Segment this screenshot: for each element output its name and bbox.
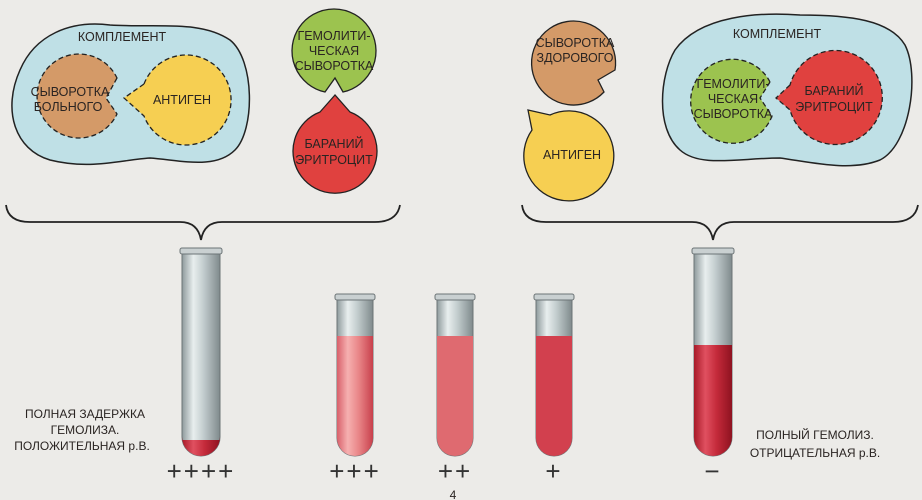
positive-caption: ПОЛОЖИТЕЛЬНАЯ р.В. [14,439,150,453]
tube-liquid [536,336,572,456]
tube-liquid [337,336,373,456]
tube-rim [179,247,223,255]
hemolytic-serum-label: СЫВОРОТКА [694,107,773,121]
hemolytic-serum-label: ЧЕСКАЯ [309,44,359,58]
hemolytic-serum-label: ГЕМОЛИТИ- [297,29,370,43]
antigen-label: АНТИГЕН [543,148,601,162]
test-tube [334,293,376,457]
page-number: 4 [450,488,457,500]
patient-serum-label: СЫВОРОТКА [31,85,110,99]
antigen-label: АНТИГЕН [153,93,211,107]
tube-rim [691,247,735,255]
reaction-grade: +++ [329,456,381,486]
tube-liquid [182,437,220,456]
healthy-serum-label: ЗДОРОВОГО [537,51,614,65]
hemolytic-serum-label: СЫВОРОТКА [295,59,374,73]
healthy-serum-shape [530,20,617,106]
positive-caption: ПОЛНАЯ ЗАДЕРЖКА [25,407,145,421]
positive-caption: ГЕМОЛИЗА. [51,423,120,437]
erythrocyte-label: ЭРИТРОЦИТ [795,100,873,114]
tube-rim [334,293,376,301]
antigen-shape [523,109,615,202]
healthy-serum-label: СЫВОРОТКА [536,36,615,50]
tube-rim [434,293,476,301]
tube-liquid [694,345,732,456]
hemolytic-serum-shape [690,58,773,144]
complement-label: КОМПЛЕМЕНТ [733,27,822,41]
test-tube [691,247,735,457]
erythrocyte-label: БАРАНИЙ [304,136,363,151]
tube-glass [181,251,221,457]
hemolytic-serum-shape [291,8,377,93]
reaction-grade: ++++ [167,456,236,486]
left-brace [5,204,401,241]
sheep-erythrocyte-shape [775,49,883,146]
test-tube [533,293,575,457]
hemolytic-serum-label: ГЕМОЛИТИ- [696,77,769,91]
right-brace [521,204,919,241]
test-tube [434,293,476,457]
negative-scheme: СЫВОРОТКА ЗДОРОВОГО АНТИГЕН КОМПЛЕМЕНТ Г… [523,13,913,202]
patient-serum-label: БОЛЬНОГО [34,100,103,114]
reaction-grade: + [545,456,562,486]
sheep-erythrocyte-shape [292,94,378,194]
tube-rim [533,293,575,301]
negative-caption: ОТРИЦАТЕЛЬНАЯ р.В. [750,446,880,460]
erythrocyte-label: БАРАНИЙ [804,83,863,98]
antigen-shape [122,54,232,146]
positive-scheme: КОМПЛЕМЕНТ СЫВОРОТКА БОЛЬНОГО АНТИГЕН ГЕ… [11,8,378,194]
test-tube [179,247,223,457]
complement-label: КОМПЛЕМЕНТ [78,30,167,44]
tube-rack: ++++++++++− [167,247,735,486]
reaction-grade: − [704,456,721,486]
reaction-grade: ++ [438,456,472,486]
negative-caption: ПОЛНЫЙ ГЕМОЛИЗ. [756,427,874,442]
patient-serum-shape [36,53,118,139]
erythrocyte-label: ЭРИТРОЦИТ [295,153,373,167]
hemolytic-serum-label: ЧЕСКАЯ [708,92,758,106]
tube-liquid [437,336,473,456]
